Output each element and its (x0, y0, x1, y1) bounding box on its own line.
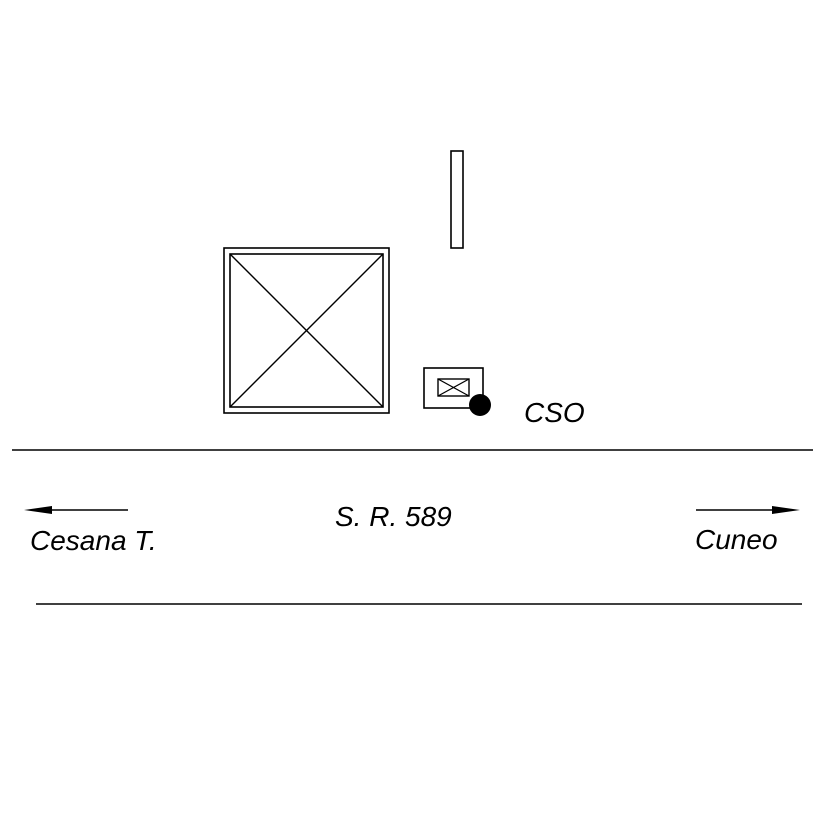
direction-left-label: Cesana T. (30, 525, 157, 556)
cabinet-diagonal-b (437, 378, 470, 397)
vertical-post (450, 150, 464, 249)
site-code-label: CSO (524, 397, 585, 428)
arrow-left-icon (24, 506, 128, 514)
building-symbol (223, 247, 390, 414)
cabinet-symbol (423, 367, 484, 409)
building-diagonal-b (229, 253, 384, 408)
road-name-label: S. R. 589 (335, 501, 452, 532)
cabinet-outline (423, 367, 484, 409)
arrow-right-icon (696, 506, 800, 514)
station-marker-dot (469, 394, 491, 416)
building-outer-outline (223, 247, 390, 414)
direction-right-label: Cuneo (695, 524, 778, 555)
cabinet-inner-box (437, 378, 470, 397)
building-inner-outline (229, 253, 384, 408)
